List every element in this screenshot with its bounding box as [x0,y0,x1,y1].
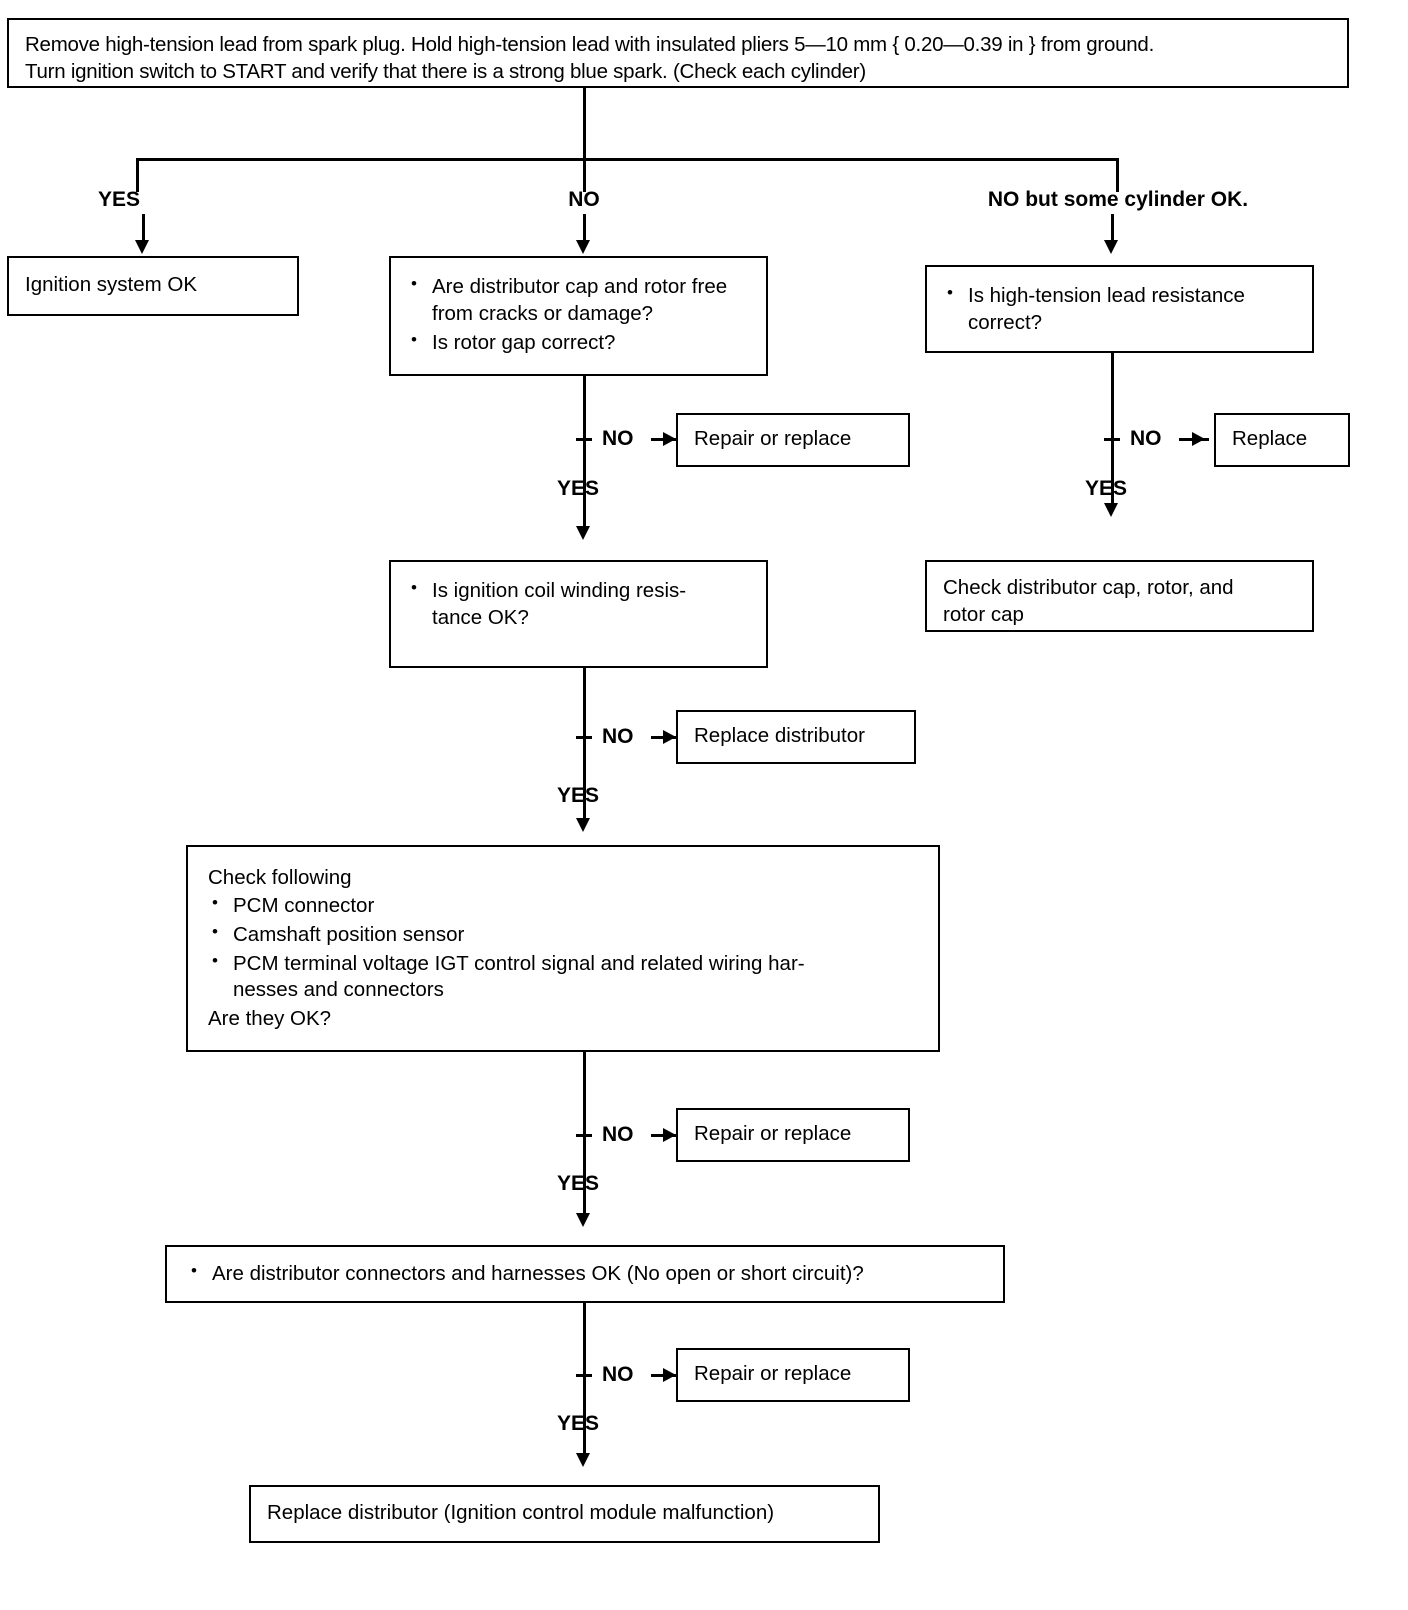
check-distributor-cap-label: Check distributor cap, rotor, and rotor … [943,576,1234,626]
check-following-item-0: PCM connector [208,892,924,920]
check-following-item-1: Camshaft position sensor [208,921,924,949]
connector-coil-down [583,668,586,820]
arrow-coil-yes [576,818,590,832]
check-following-heading: Check following [208,866,352,889]
no-label-checkfollowing: NO [602,1123,634,1146]
connector-drop-no [583,158,586,192]
final-replace-distributor-label: Replace distributor (Ignition control mo… [267,1501,775,1524]
yes-label-coil: YES [557,784,600,807]
no-label-caprotor: NO [602,427,634,450]
tick-checkfollowing-no [576,1134,592,1137]
arrow-htlead-no [1192,432,1205,446]
tick-connectors-no [576,1374,592,1377]
connector-yes-to-ok [142,214,145,242]
branch-label-no: NO [568,188,600,211]
connector-caprotor-down [583,376,586,528]
repair-or-replace-label-3: Repair or replace [694,1362,852,1385]
coil-resistance-list: Is ignition coil winding resis- tance OK… [407,577,754,632]
yes-label-caprotor: YES [557,477,600,500]
connector-start-trunk [583,88,586,160]
cap-rotor-list: Are distributor cap and rotor free from … [407,273,752,357]
coil-resistance-question-box: Is ignition coil winding resis- tance OK… [389,560,768,668]
arrow-connectors-no [663,1368,676,1382]
tick-coil-no [576,736,592,739]
ignition-system-ok-box: Ignition system OK [7,256,299,316]
repair-or-replace-box-1: Repair or replace [676,413,910,467]
arrow-coil-no [663,730,676,744]
connector-checkfollowing-down [583,1052,586,1215]
connector-distribution-bar [136,158,1118,161]
start-line-1: Remove high-tension lead from spark plug… [25,33,1155,56]
connector-connectors-down [583,1303,586,1455]
branch-label-no-some-cylinder: NO but some cylinder OK. [987,188,1249,211]
cap-rotor-item-0: Are distributor cap and rotor free from … [407,273,752,328]
arrow-caprotor-yes [576,526,590,540]
check-following-list: PCM connector Camshaft position sensor P… [208,892,924,1005]
arrow-htlead-yes [1104,503,1118,517]
cap-rotor-question-box: Are distributor cap and rotor free from … [389,256,768,376]
distributor-connectors-list: Are distributor connectors and harnesses… [187,1260,991,1288]
distributor-connectors-question-box: Are distributor connectors and harnesses… [165,1245,1005,1303]
arrow-connectors-yes [576,1453,590,1467]
repair-or-replace-box-3: Repair or replace [676,1348,910,1402]
no-label-htlead: NO [1130,427,1162,450]
replace-label: Replace [1232,427,1308,450]
arrow-checkfollowing-yes [576,1213,590,1227]
arrow-caprotor-no [663,432,676,446]
yes-label-checkfollowing: YES [557,1172,600,1195]
start-line-2: Turn ignition switch to START and verify… [25,60,866,84]
connector-nosome-to-htlead [1111,214,1114,242]
check-following-footer: Are they OK? [208,1007,332,1031]
distributor-connectors-item-0: Are distributor connectors and harnesses… [187,1260,991,1288]
branch-label-yes: YES [97,188,141,211]
ht-lead-question-box: Is high-tension lead resistance correct? [925,265,1314,353]
yes-label-htlead: YES [1085,477,1128,500]
replace-box: Replace [1214,413,1350,467]
final-replace-distributor-box: Replace distributor (Ignition control mo… [249,1485,880,1543]
ht-lead-item-0: Is high-tension lead resistance correct? [943,282,1300,337]
repair-or-replace-label-1: Repair or replace [694,427,852,450]
replace-distributor-label: Replace distributor [694,724,865,747]
check-distributor-cap-box: Check distributor cap, rotor, and rotor … [925,560,1314,632]
replace-distributor-box: Replace distributor [676,710,916,764]
arrow-no-to-caprotor [576,240,590,254]
connector-htlead-down [1111,353,1114,505]
no-label-connectors: NO [602,1363,634,1386]
yes-label-connectors: YES [557,1412,600,1435]
repair-or-replace-label-2: Repair or replace [694,1122,852,1145]
coil-resistance-item-0: Is ignition coil winding resis- tance OK… [407,577,754,632]
tick-caprotor-no [576,438,592,441]
check-following-box: Check following PCM connector Camshaft p… [186,845,940,1052]
arrow-nosome-to-htlead [1104,240,1118,254]
ht-lead-list: Is high-tension lead resistance correct? [943,282,1300,337]
ignition-system-ok-label: Ignition system OK [25,273,198,296]
arrow-checkfollowing-no [663,1128,676,1142]
check-following-item-2: PCM terminal voltage IGT control signal … [208,950,924,1005]
start-box: Remove high-tension lead from spark plug… [7,18,1349,88]
tick-htlead-no [1104,438,1120,441]
repair-or-replace-box-2: Repair or replace [676,1108,910,1162]
arrow-yes-to-ok [135,240,149,254]
cap-rotor-item-1: Is rotor gap correct? [407,329,752,357]
connector-no-to-caprotor [583,214,586,242]
connector-drop-yes [136,158,139,192]
connector-drop-no-some [1116,158,1119,192]
no-label-coil: NO [602,725,634,748]
